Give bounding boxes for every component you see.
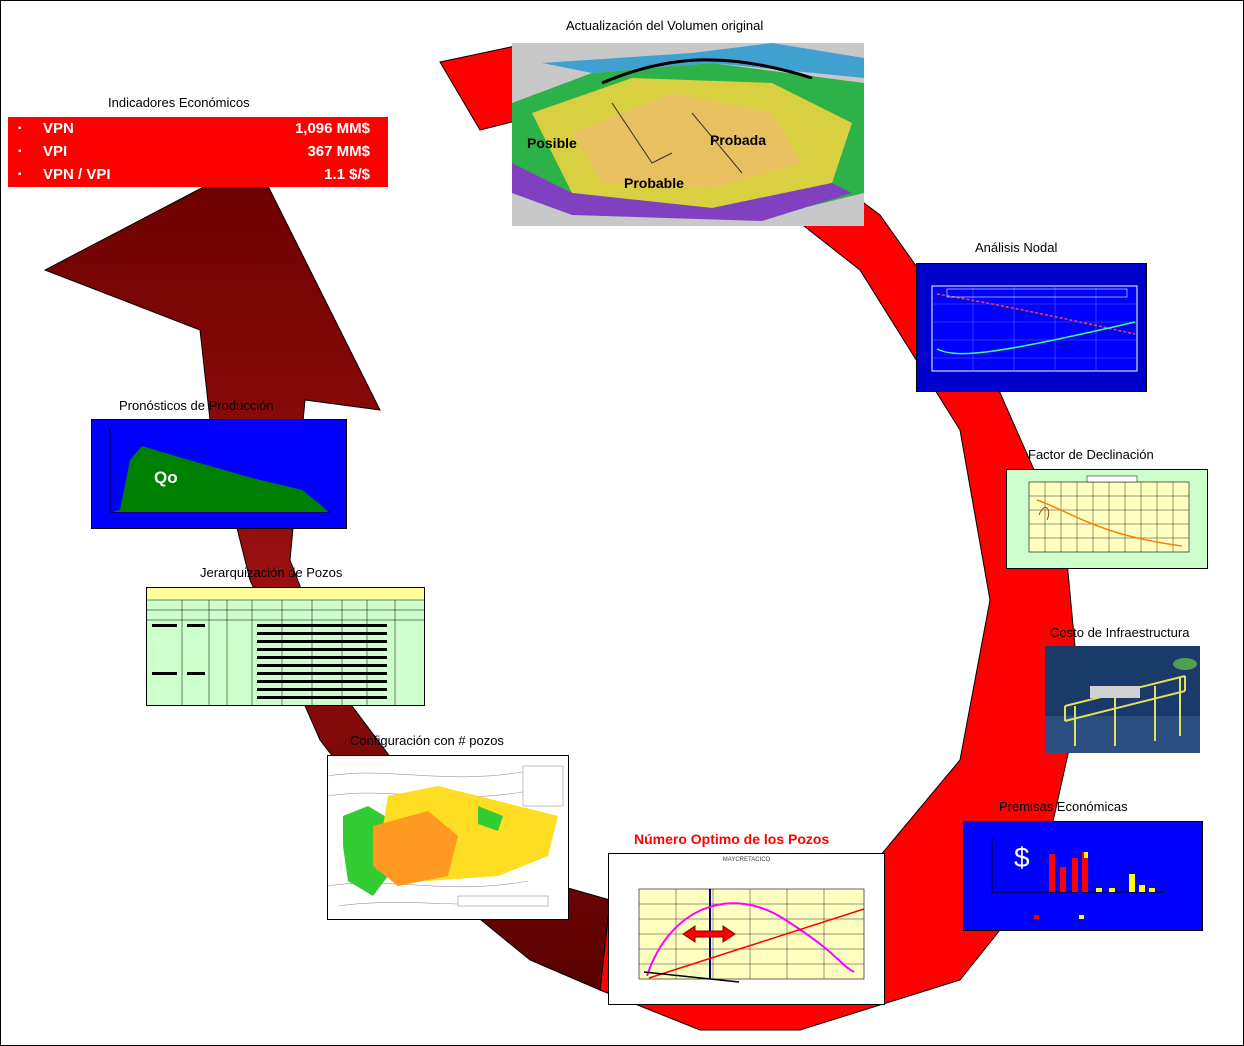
dollar-symbol: $ <box>1014 842 1030 873</box>
indicator-row-vpi: ▪ VPI 367 MM$ <box>8 140 388 163</box>
label-probable: Probable <box>624 175 684 191</box>
caption-indicadores: Indicadores Económicos <box>108 95 250 110</box>
indicator-row-ratio: ▪ VPN / VPI 1.1 $/$ <box>8 163 388 186</box>
caption-configuracion: Configuración con # pozos <box>350 733 504 748</box>
configuracion-map <box>327 755 569 920</box>
caption-optimo: Número Optimo de los Pozos <box>634 831 830 847</box>
bullet: ▪ <box>18 169 22 180</box>
label-posible: Posible <box>527 135 577 151</box>
optimo-chart: MAYCRETACICO <box>608 853 885 1005</box>
indicator-label: VPN / VPI <box>43 166 111 183</box>
premisas-chart: $ <box>963 821 1203 931</box>
declinacion-chart <box>1006 469 1208 569</box>
qo-label: Qo <box>154 468 178 487</box>
volumen-3d-map: Posible Probada Probable <box>512 43 864 226</box>
caption-nodal: Análisis Nodal <box>975 240 1058 255</box>
indicator-label: VPI <box>43 143 68 160</box>
optimo-subtitle: MAYCRETACICO <box>722 857 771 863</box>
caption-jerarquizacion: Jerarquización de Pozos <box>200 565 343 580</box>
nodal-chart <box>916 263 1147 392</box>
caption-pronosticos: Pronósticos de Producción <box>119 398 274 413</box>
jerarquizacion-table <box>146 587 425 706</box>
caption-premisas: Premisas Económicas <box>999 799 1128 814</box>
indicator-row-vpn: ▪ VPN 1,096 MM$ <box>8 117 388 140</box>
caption-declinacion: Factor de Declinación <box>1028 447 1154 462</box>
bullet: ▪ <box>18 123 22 134</box>
platform-image <box>1045 646 1200 753</box>
indicator-value: 1,096 MM$ <box>294 120 370 137</box>
indicadores-table: ▪ VPN 1,096 MM$ ▪ VPI 367 MM$ ▪ VPN / VP… <box>8 117 388 187</box>
indicator-label: VPN <box>43 120 74 137</box>
bullet: ▪ <box>18 146 22 157</box>
label-probada: Probada <box>710 132 767 148</box>
caption-volumen: Actualización del Volumen original <box>566 18 764 33</box>
caption-costo: Costo de Infraestructura <box>1050 625 1190 640</box>
indicator-value: 1.1 $/$ <box>324 166 370 183</box>
indicator-value: 367 MM$ <box>307 143 370 160</box>
pronosticos-chart: Qo <box>91 419 347 529</box>
